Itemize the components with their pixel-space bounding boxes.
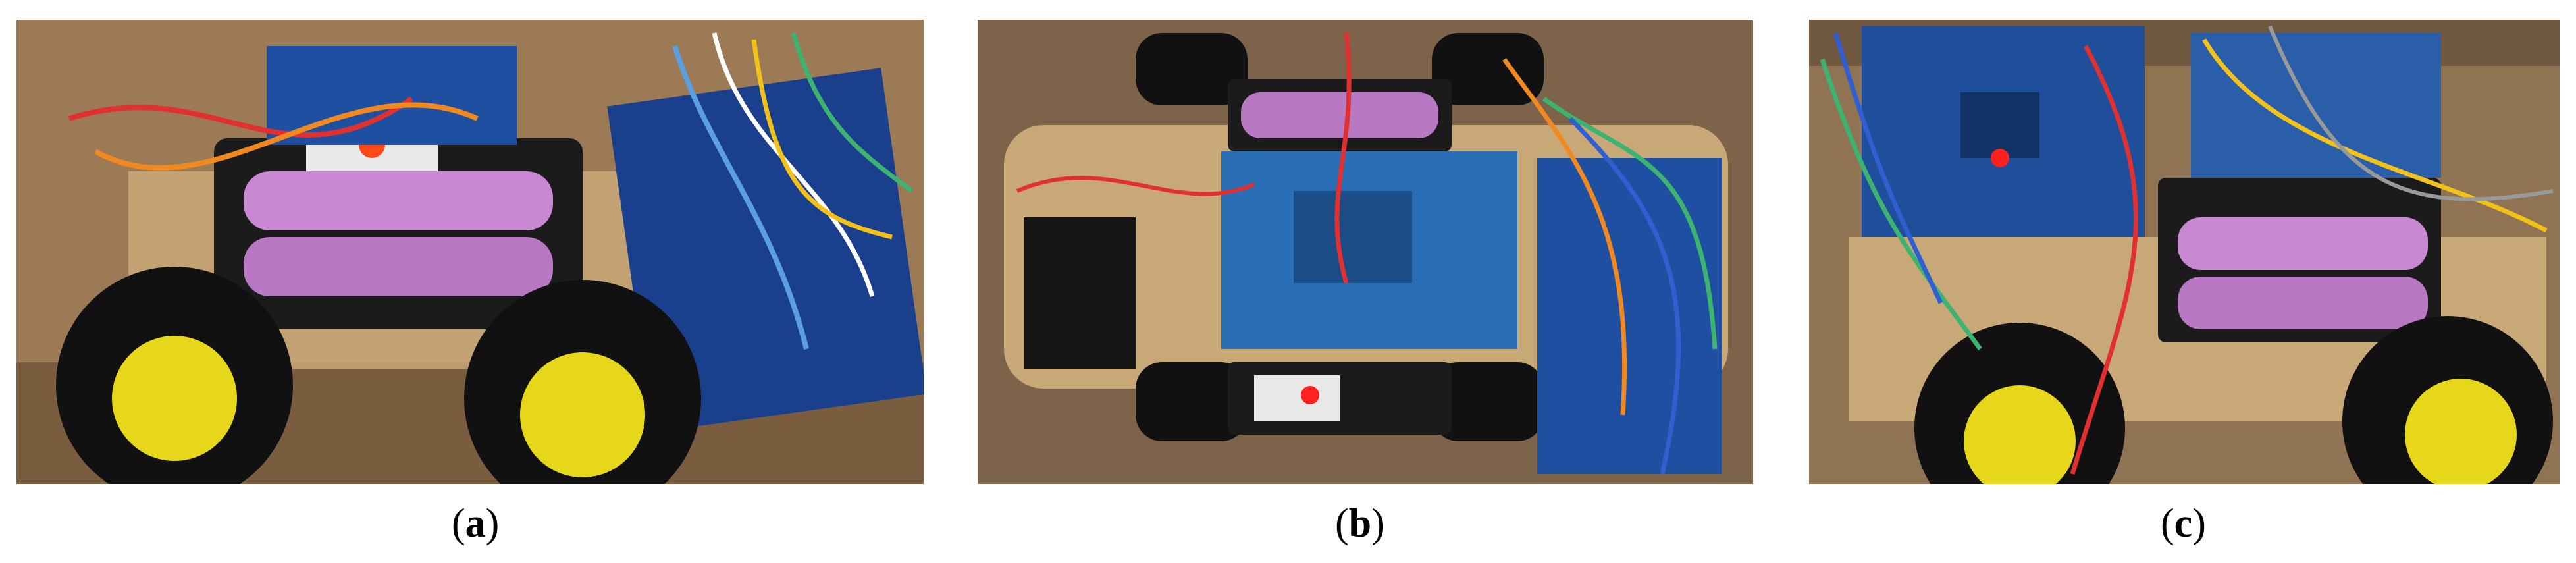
photo-panel-b	[978, 20, 1753, 484]
robot-car-side-photo	[16, 20, 924, 484]
photo-panel-a	[16, 20, 924, 484]
robot-car-top-photo	[978, 20, 1753, 484]
robot-car-rear-photo	[1809, 20, 2560, 484]
caption-b: (b)	[1335, 501, 1385, 546]
caption-c: (c)	[2161, 501, 2206, 546]
photo-panel-c	[1809, 20, 2560, 484]
caption-a: (a)	[452, 501, 500, 546]
